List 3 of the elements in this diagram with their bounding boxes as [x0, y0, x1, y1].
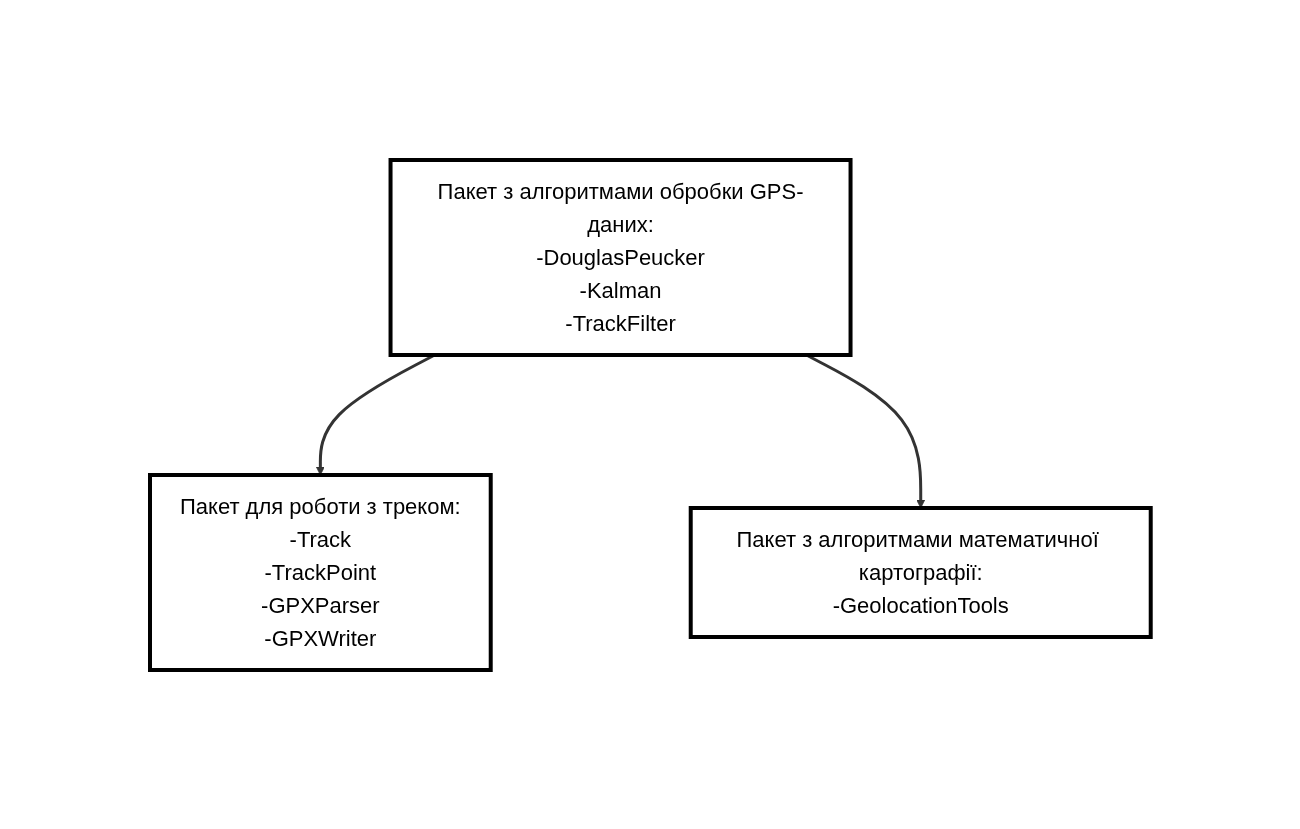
node-box: Пакет з алгоритмами математичної картографії: -GeolocationTools	[688, 505, 1153, 639]
node-box: Пакет з алгоритмами обробки GPS-даних: -DouglasPeucker -Kalman -TrackFilter	[388, 157, 853, 357]
node-box: Пакет для роботи з треком: -Track -TrackPoint -GPXParser -GPXWriter	[147, 472, 493, 672]
